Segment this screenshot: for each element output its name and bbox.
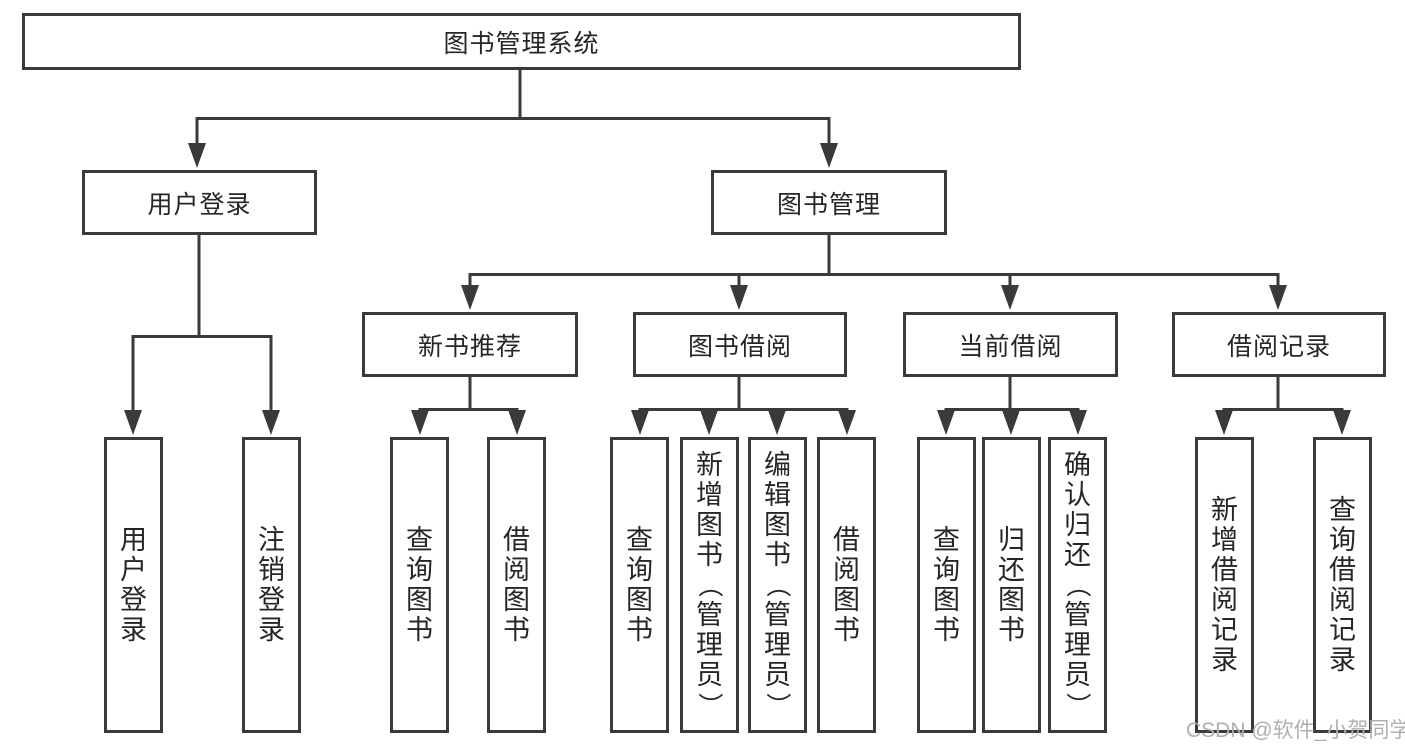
node-current-borrow: 当前借阅 bbox=[903, 312, 1118, 377]
node-root: 图书管理系统 bbox=[22, 13, 1021, 70]
leaf-records-query-record-label: 查询借阅记录 bbox=[1329, 495, 1356, 675]
leaf-current-query-book: 查询图书 bbox=[917, 437, 976, 733]
node-new-book-recommend: 新书推荐 bbox=[362, 312, 578, 377]
arrow-down-icon bbox=[124, 410, 142, 435]
connector-records-group bbox=[1222, 377, 1344, 412]
node-root-label: 图书管理系统 bbox=[443, 29, 600, 58]
leaf-borrow-query-book-label: 查询图书 bbox=[626, 525, 653, 645]
arrow-down-icon bbox=[700, 410, 718, 435]
watermark: CSDN @软件_小贺同学 bbox=[1186, 719, 1405, 742]
leaf-records-add-record: 新增借阅记录 bbox=[1195, 437, 1254, 733]
connector-login-group bbox=[131, 235, 273, 412]
leaf-recommend-query-book: 查询图书 bbox=[390, 437, 449, 733]
node-book-borrow-label: 图书借阅 bbox=[687, 332, 792, 361]
node-book-management: 图书管理 bbox=[711, 170, 947, 235]
arrowheads bbox=[124, 143, 1351, 435]
arrow-down-icon bbox=[1215, 410, 1233, 435]
leaf-user-login-label: 用户登录 bbox=[120, 525, 147, 645]
arrow-down-icon bbox=[937, 410, 955, 435]
arrow-down-icon bbox=[461, 285, 479, 310]
arrow-down-icon bbox=[1069, 410, 1087, 435]
arrow-down-icon bbox=[820, 143, 838, 168]
leaf-borrow-edit-book-admin-label: 编辑图书（管理员） bbox=[763, 450, 792, 718]
leaf-recommend-borrow-book: 借阅图书 bbox=[487, 437, 546, 733]
connector-recommend-group bbox=[418, 377, 519, 412]
leaf-recommend-query-book-label: 查询图书 bbox=[406, 525, 433, 645]
leaf-borrow-borrow-book-label: 借阅图书 bbox=[833, 525, 860, 645]
connector-root-split bbox=[195, 117, 831, 145]
node-borrow-records-label: 借阅记录 bbox=[1226, 332, 1331, 361]
leaf-current-return-book-label: 归还图书 bbox=[998, 525, 1025, 645]
leaf-borrow-add-book-admin-label: 新增图书（管理员） bbox=[695, 450, 724, 718]
leaf-borrow-edit-book-admin: 编辑图书（管理员） bbox=[748, 437, 807, 733]
leaf-logout: 注销登录 bbox=[242, 437, 301, 733]
leaf-borrow-add-book-admin: 新增图书（管理员） bbox=[680, 437, 739, 733]
arrow-down-icon bbox=[1269, 285, 1287, 310]
leaf-user-login: 用户登录 bbox=[104, 437, 163, 733]
leaf-current-confirm-return-admin-label: 确认归还（管理员） bbox=[1063, 450, 1092, 718]
arrow-down-icon bbox=[188, 143, 206, 168]
arrow-down-icon bbox=[768, 410, 786, 435]
connector-current-group bbox=[944, 377, 1080, 412]
leaf-logout-label: 注销登录 bbox=[258, 525, 285, 645]
leaf-records-add-record-label: 新增借阅记录 bbox=[1211, 495, 1238, 675]
node-current-borrow-label: 当前借阅 bbox=[958, 332, 1063, 361]
leaf-recommend-borrow-book-label: 借阅图书 bbox=[503, 525, 530, 645]
node-book-borrow: 图书借阅 bbox=[633, 312, 847, 377]
connector-borrow-group bbox=[638, 377, 849, 412]
arrow-down-icon bbox=[508, 410, 526, 435]
leaf-current-query-book-label: 查询图书 bbox=[933, 525, 960, 645]
arrow-down-icon bbox=[411, 410, 429, 435]
leaf-borrow-borrow-book: 借阅图书 bbox=[817, 437, 876, 733]
leaf-current-return-book: 归还图书 bbox=[982, 437, 1041, 733]
arrow-down-icon bbox=[1002, 410, 1020, 435]
leaf-current-confirm-return-admin: 确认归还（管理员） bbox=[1048, 437, 1107, 733]
arrow-down-icon bbox=[730, 285, 748, 310]
node-user-login: 用户登录 bbox=[82, 170, 317, 235]
node-book-management-label: 图书管理 bbox=[776, 190, 881, 219]
node-new-book-recommend-label: 新书推荐 bbox=[417, 332, 522, 361]
leaf-borrow-query-book: 查询图书 bbox=[610, 437, 669, 733]
node-user-login-label: 用户登录 bbox=[147, 190, 252, 219]
leaf-records-query-record: 查询借阅记录 bbox=[1313, 437, 1372, 733]
arrow-down-icon bbox=[838, 410, 856, 435]
arrow-down-icon bbox=[631, 410, 649, 435]
arrow-down-icon bbox=[262, 410, 280, 435]
connector-bookmgmt-split bbox=[468, 235, 1280, 287]
arrow-down-icon bbox=[1001, 285, 1019, 310]
arrow-down-icon bbox=[1333, 410, 1351, 435]
node-borrow-records: 借阅记录 bbox=[1172, 312, 1386, 377]
